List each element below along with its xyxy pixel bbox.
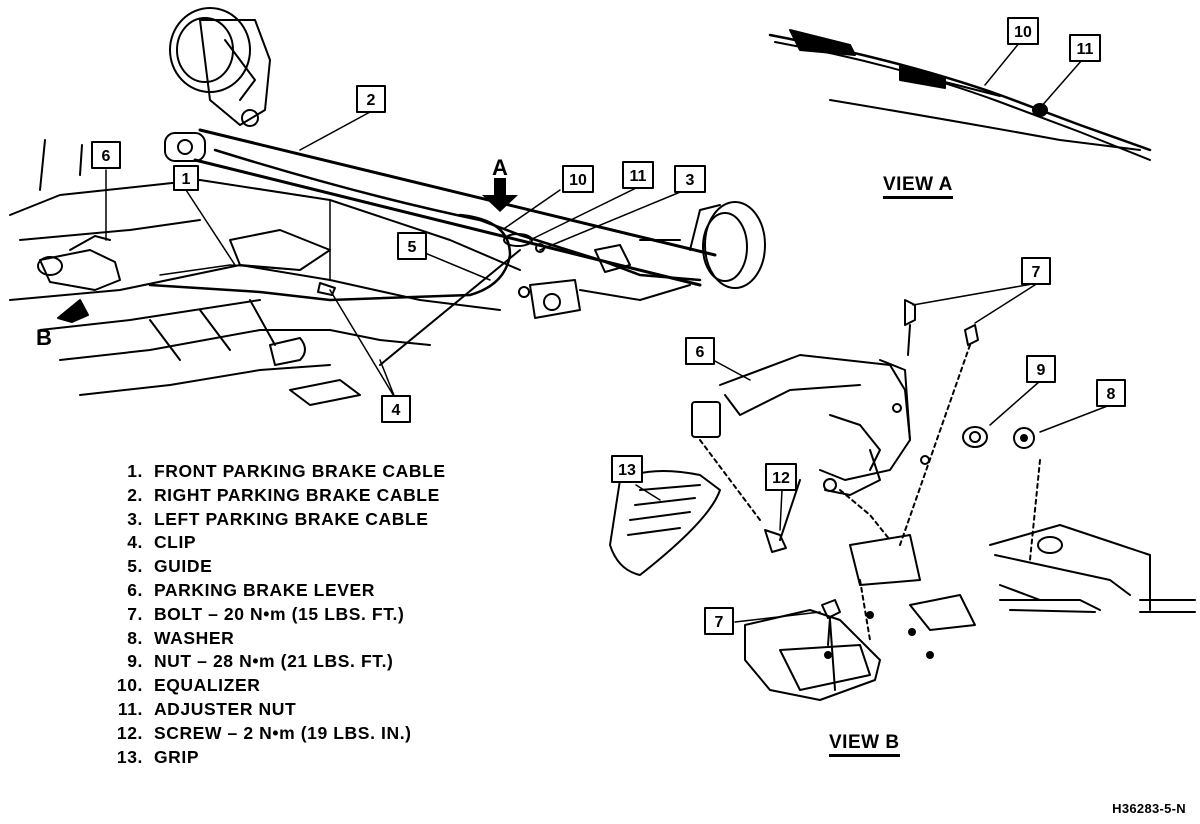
callout-5: 5 [408,239,417,256]
legend-item-number: 10. [116,675,143,696]
callout-boxes [91,17,1126,635]
legend-item: 1. FRONT PARKING BRAKE CABLE [108,460,446,484]
main-assembly-drawing [9,7,766,406]
legend-item-number: 6. [127,579,143,600]
callout-3: 3 [686,172,695,189]
legend-item-text: RIGHT PARKING BRAKE CABLE [153,484,440,505]
arrow-b-label: B [36,325,52,350]
view-a-title: VIEW A [883,175,953,199]
legend-item-text: EQUALIZER [153,675,261,696]
legend-item-number: 8. [127,627,143,648]
legend-item-text: GUIDE [153,556,213,577]
legend-item-number: 7. [127,603,143,624]
legend-item-number: 9. [127,651,143,672]
callout-9: 9 [1037,362,1046,379]
callout-1: 1 [182,171,191,188]
callout-11-main: 11 [630,168,647,185]
legend-item-number: 12. [116,722,143,743]
legend-item-text: SCREW – 2 N•m (19 LBS. IN.) [153,722,412,743]
legend-item-text: NUT – 28 N•m (21 LBS. FT.) [153,651,394,672]
legend-item: 2. RIGHT PARKING BRAKE CABLE [108,484,446,508]
view-a-drawing [768,29,1152,161]
legend-item-number: 4. [127,532,143,553]
legend-item: 6. PARKING BRAKE LEVER [108,579,446,603]
legend-item-text: CLIP [153,532,197,553]
callout-8: 8 [1107,386,1116,403]
legend-item: 5. GUIDE [108,555,446,579]
legend-item-number: 2. [127,484,143,505]
legend-item-text: BOLT – 20 N•m (15 LBS. FT.) [153,603,405,624]
callout-10-main: 10 [569,172,587,189]
legend-item-number: 1. [127,461,143,481]
view-b-drawing [609,299,1196,701]
legend-item-text: FRONT PARKING BRAKE CABLE [153,461,446,481]
legend-item-text: WASHER [153,627,235,648]
callout-11-view-a: 11 [1077,41,1094,58]
legend-item-number: 11. [117,698,143,719]
legend-item-number: 13. [116,746,143,767]
view-b-title: VIEW B [829,733,900,757]
callout-6-view-b: 6 [696,344,705,361]
arrow-a-label: A [492,155,508,180]
callout-7-bottom: 7 [715,614,724,631]
legend-item-text: LEFT PARKING BRAKE CABLE [153,508,429,529]
legend-item: 8. WASHER [108,627,446,651]
legend-item-number: 5. [127,556,143,577]
legend-item-text: GRIP [153,746,200,767]
legend-item: 11. ADJUSTER NUT [108,698,446,722]
callout-4: 4 [392,402,401,419]
callout-13: 13 [618,462,636,479]
callout-6-main: 6 [102,148,111,165]
legend-item-text: ADJUSTER NUT [153,698,297,719]
legend-item: 3. LEFT PARKING BRAKE CABLE [108,508,446,532]
leader-lines [105,41,1111,623]
figure-code: H36283-5-N [1112,801,1186,816]
legend-item: 12. SCREW – 2 N•m (19 LBS. IN.) [108,722,446,746]
callout-12: 12 [772,470,790,487]
legend-item: 10. EQUALIZER [108,674,446,698]
legend-item: 9. NUT – 28 N•m (21 LBS. FT.) [108,650,446,674]
legend-item-text: PARKING BRAKE LEVER [153,579,376,600]
legend-item-number: 3. [127,508,143,529]
callout-10-view-a: 10 [1014,24,1032,41]
legend-item: 4. CLIP [108,531,446,555]
legend-item: 7. BOLT – 20 N•m (15 LBS. FT.) [108,603,446,627]
legend-item: 13. GRIP [108,746,446,770]
callout-2: 2 [367,92,376,109]
callout-7-top: 7 [1032,264,1041,281]
